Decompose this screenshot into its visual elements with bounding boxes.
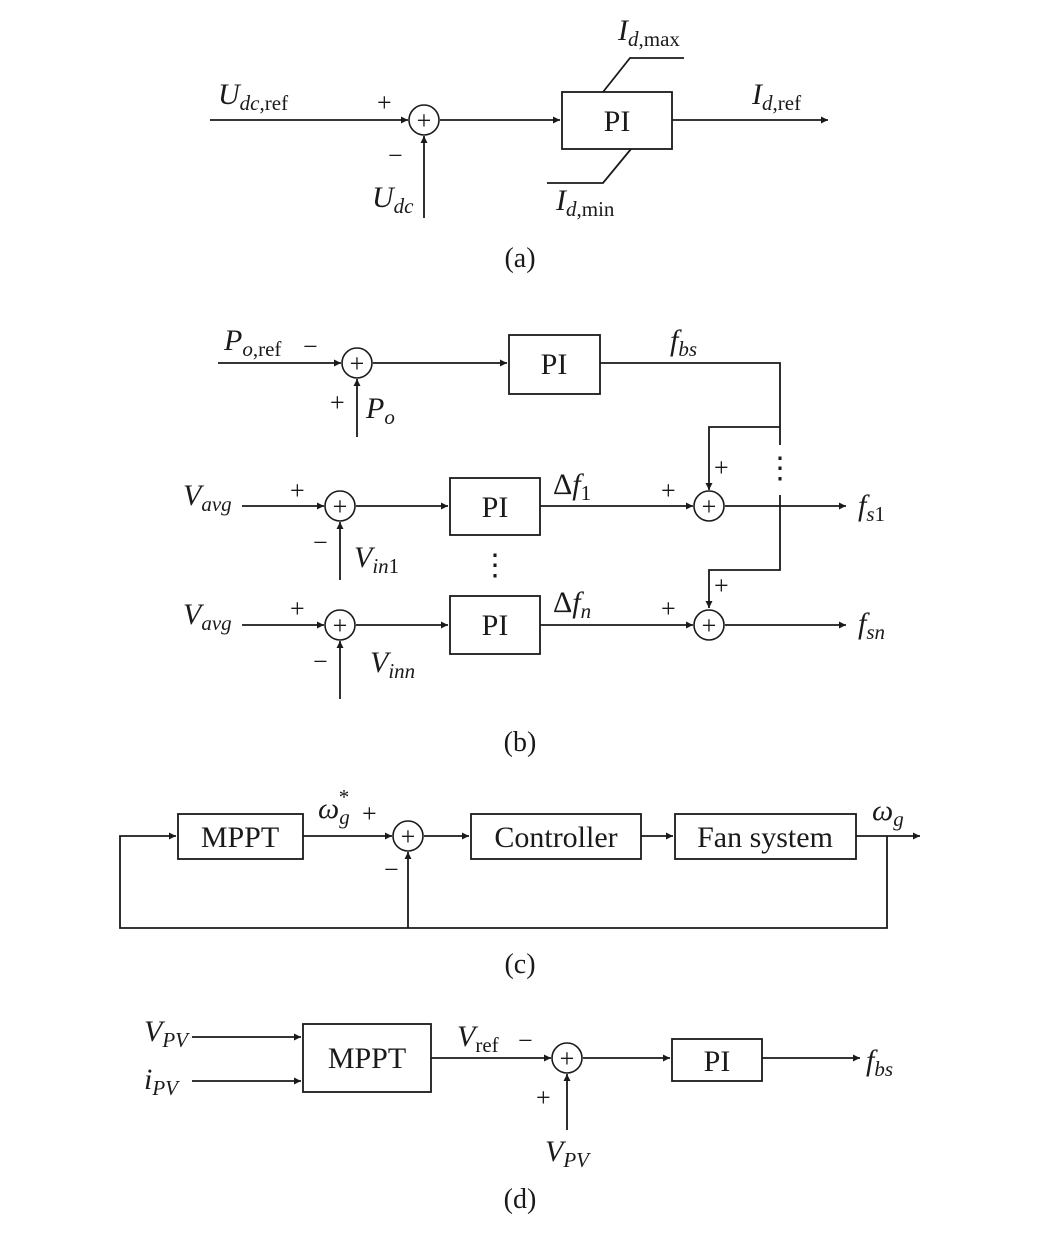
c-plus-sign: + <box>362 799 377 828</box>
b-sum-1 <box>324 490 356 522</box>
c-outer-feedback-loop <box>119 832 888 929</box>
c-caption: (c) <box>504 949 535 980</box>
b-vdots-right: ⋮ <box>765 452 795 485</box>
d-ipv-input-label: iPV <box>144 1063 180 1100</box>
b-fbs-branch-n <box>705 495 781 608</box>
b-sum-top-symbol: + <box>350 349 365 378</box>
c-mppt-block <box>177 813 304 860</box>
b-pi-1-label: PI <box>482 491 509 524</box>
panel-c: MPPT + Controller Fan system ωg* + − ωg … <box>119 785 920 980</box>
b-df1-label: Δf1 <box>553 468 591 505</box>
panel-b: + PI ⋮ + PI + ⋮ + PI + P <box>183 324 885 758</box>
b-vdots-middle: ⋮ <box>480 549 510 582</box>
b-fbs-branch-1 <box>705 426 780 490</box>
d-sum-junction <box>551 1042 583 1074</box>
b-pi-top-label: PI <box>541 348 568 381</box>
d-vpv-feedback-label: VPV <box>545 1135 591 1172</box>
b-plus-n: + <box>290 594 305 623</box>
a-input-label: Udc,ref <box>218 78 288 115</box>
b-top-minus: − <box>303 332 318 361</box>
b-fsn-label: fsn <box>858 607 885 644</box>
b-pi-n-label: PI <box>482 609 509 642</box>
b-pi-n <box>449 595 541 655</box>
c-minus-sign: − <box>384 855 399 884</box>
d-sum-symbol: + <box>560 1044 575 1073</box>
b-fbs-plus-n: + <box>714 571 729 600</box>
a-max-limit-line <box>602 57 684 93</box>
a-feedback-label: Udc <box>372 181 414 218</box>
b-sum-n-symbol: + <box>333 611 348 640</box>
b-fbs-plus-1: + <box>714 453 729 482</box>
b-sum-out-1 <box>693 490 725 522</box>
c-omega-ref-label: ωg* <box>318 785 350 829</box>
a-min-limit-line <box>547 148 632 184</box>
a-sum-symbol: + <box>417 106 432 135</box>
b-plus-out-n: + <box>661 594 676 623</box>
c-mppt-label: MPPT <box>201 821 279 854</box>
c-fan-system-label: Fan system <box>697 821 833 854</box>
d-caption: (d) <box>504 1184 537 1215</box>
a-pi-block <box>561 91 673 150</box>
d-mppt-label: MPPT <box>328 1042 406 1075</box>
a-minus-sign: − <box>388 141 403 170</box>
b-sum-n <box>324 609 356 641</box>
b-fs1-label: fs1 <box>858 489 885 526</box>
b-po-label: Po <box>365 392 395 429</box>
b-sum-out-1-symbol: + <box>702 492 717 521</box>
b-pi-top <box>508 334 601 395</box>
b-vin1-label: Vin1 <box>354 541 399 578</box>
b-vavg-1-label: Vavg <box>183 479 232 516</box>
d-vref-label: Vref <box>457 1020 499 1057</box>
d-pi-label: PI <box>704 1045 731 1078</box>
a-output-label: Id,ref <box>751 78 801 115</box>
c-sum-symbol: + <box>401 822 416 851</box>
d-minus-sign: − <box>518 1026 533 1055</box>
c-controller-label: Controller <box>494 821 617 854</box>
b-sum-top <box>341 347 373 379</box>
d-vpv-input-label: VPV <box>144 1015 190 1052</box>
a-sum-junction <box>408 104 440 136</box>
d-plus-sign: + <box>536 1083 551 1112</box>
d-fbs-label: fbs <box>866 1044 893 1081</box>
a-min-label: Id,min <box>555 184 615 221</box>
a-max-label: Id,max <box>617 14 680 51</box>
c-omega-label: ωg <box>872 794 904 831</box>
d-pi-block <box>671 1038 763 1082</box>
b-vinn-label: Vinn <box>370 646 415 683</box>
b-fbs-label: fbs <box>670 324 697 361</box>
a-pi-label: PI <box>604 105 631 138</box>
b-caption: (b) <box>504 727 537 758</box>
panel-a: + PI Udc,ref + − Udc Id,max Id,min Id,re… <box>210 14 828 274</box>
b-fbs-line <box>600 362 781 445</box>
b-plus-out-1: + <box>661 476 676 505</box>
a-plus-sign: + <box>377 88 392 117</box>
b-vavg-n-label: Vavg <box>183 598 232 635</box>
b-top-plus: + <box>330 388 345 417</box>
b-minus-1: − <box>313 528 328 557</box>
b-sum-1-symbol: + <box>333 492 348 521</box>
b-sum-out-n <box>693 609 725 641</box>
d-mppt-block <box>302 1023 432 1093</box>
a-caption: (a) <box>504 243 535 274</box>
b-dfn-label: Δfn <box>553 586 591 623</box>
b-pi-1 <box>449 477 541 536</box>
panel-d: MPPT + PI VPV iPV Vref − + VPV fbs (d) <box>144 1015 893 1215</box>
b-sum-out-n-symbol: + <box>702 611 717 640</box>
c-sum-junction <box>392 820 424 852</box>
c-controller-block <box>470 813 642 860</box>
b-minus-n: − <box>313 647 328 676</box>
b-po-ref-label: Po,ref <box>223 324 281 361</box>
b-plus-1: + <box>290 476 305 505</box>
